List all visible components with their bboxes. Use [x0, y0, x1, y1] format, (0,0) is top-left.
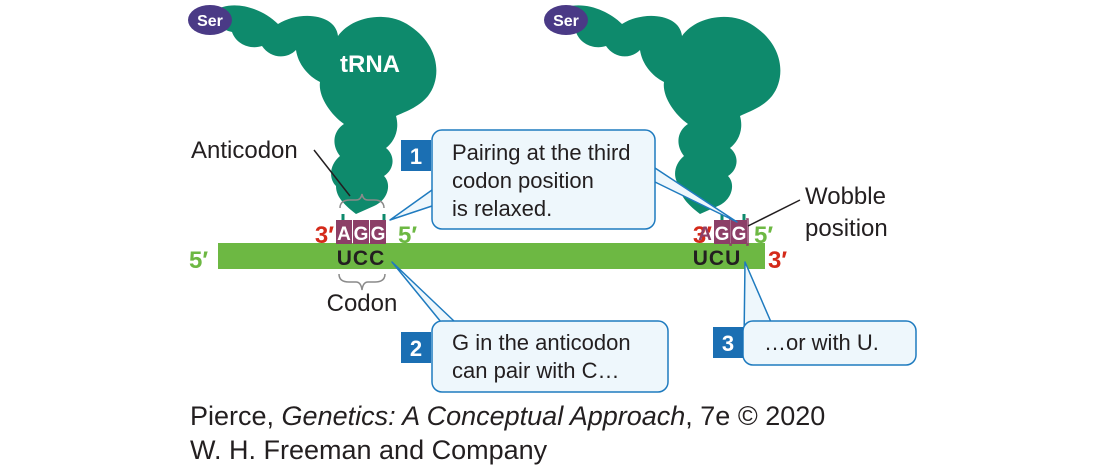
anticodon-leader-line: [313, 149, 351, 197]
anticodon-base: A: [698, 224, 712, 245]
anticodon-base: G: [732, 224, 747, 245]
credit-prefix: Pierce,: [190, 401, 282, 431]
callout-2-number: 2: [410, 336, 422, 361]
callout-3-line: …or with U.: [764, 330, 879, 355]
anticodon-base: G: [715, 224, 730, 245]
anticodon-base-box: [336, 220, 352, 244]
callout-1-pointer-right: [654, 167, 738, 223]
anticodon-label: Anticodon: [191, 137, 298, 164]
anticodon-base-box: [714, 220, 730, 244]
callout-2-line: can pair with C…: [452, 358, 620, 383]
left-amino-acid: Ser: [188, 5, 232, 35]
anticodon-base-box: [370, 220, 386, 244]
callout-1-line: is relaxed.: [452, 196, 552, 221]
callout-1-number: 1: [410, 144, 422, 169]
credit-line-1: Pierce, Genetics: A Conceptual Approach,…: [190, 401, 825, 432]
callout-3: 3 …or with U.: [713, 261, 917, 366]
callout-2: 2 G in the anticodon can pair with C…: [391, 261, 669, 393]
mrna-5prime: 5′: [189, 247, 208, 274]
ser-ellipse: [188, 5, 232, 35]
right-anticodon: A G G: [698, 218, 749, 246]
trna-label: tRNA: [340, 51, 400, 78]
ser-ellipse: [544, 5, 588, 35]
left-trna-body: [212, 5, 437, 215]
callout-3-badge: [713, 327, 743, 358]
credit-line-2: W. H. Freeman and Company: [190, 435, 548, 465]
callout-2-line: G in the anticodon: [452, 330, 631, 355]
mrna-strand: [218, 243, 765, 269]
wobble-leader-line: [747, 199, 801, 227]
anticodon-base-box: [731, 220, 747, 244]
callout-1-pointer-left: [389, 189, 433, 221]
callout-3-number: 3: [722, 331, 734, 356]
amino-acid-label: Ser: [197, 13, 223, 30]
anticodon-base: A: [337, 224, 351, 245]
anticodon-base: G: [371, 224, 386, 245]
credit-suffix: , 7e © 2020: [685, 401, 826, 431]
right-anticodon-3prime: 3′: [693, 222, 712, 249]
callout-2-pointer: [391, 261, 456, 323]
codon-label: Codon: [327, 290, 398, 317]
left-codon: UCC: [337, 247, 386, 270]
mrna-3prime: 3′: [768, 247, 787, 274]
callout-1-line: Pairing at the third: [452, 140, 631, 165]
right-trna-body: [556, 5, 781, 215]
right-amino-acid: Ser: [544, 5, 588, 35]
codon-brace: [338, 273, 386, 291]
callout-2-badge: [401, 332, 431, 363]
wobble-label-line2: position: [805, 215, 888, 242]
anticodon-brace: [339, 193, 385, 209]
wobble-label-line1: Wobble: [805, 183, 886, 210]
callout-2-box: [431, 320, 669, 393]
left-anticodon-5prime: 5′: [398, 222, 417, 249]
left-anticodon: A G G: [336, 220, 386, 245]
right-codon: UCU: [693, 247, 742, 270]
callout-1-line: codon position: [452, 168, 594, 193]
left-anticodon-3prime: 3′: [315, 222, 334, 249]
callout-1-badge: [401, 140, 431, 171]
anticodon-base: G: [354, 224, 369, 245]
anticodon-base-box: [353, 220, 369, 244]
callout-1-box: [431, 129, 656, 230]
amino-acid-label: Ser: [553, 13, 579, 30]
credit-title: Genetics: A Conceptual Approach: [281, 401, 686, 431]
right-anticodon-5prime: 5′: [754, 222, 773, 249]
callout-1: 1 Pairing at the third codon position is…: [389, 129, 738, 230]
left-anticodon-stem: [341, 214, 386, 220]
